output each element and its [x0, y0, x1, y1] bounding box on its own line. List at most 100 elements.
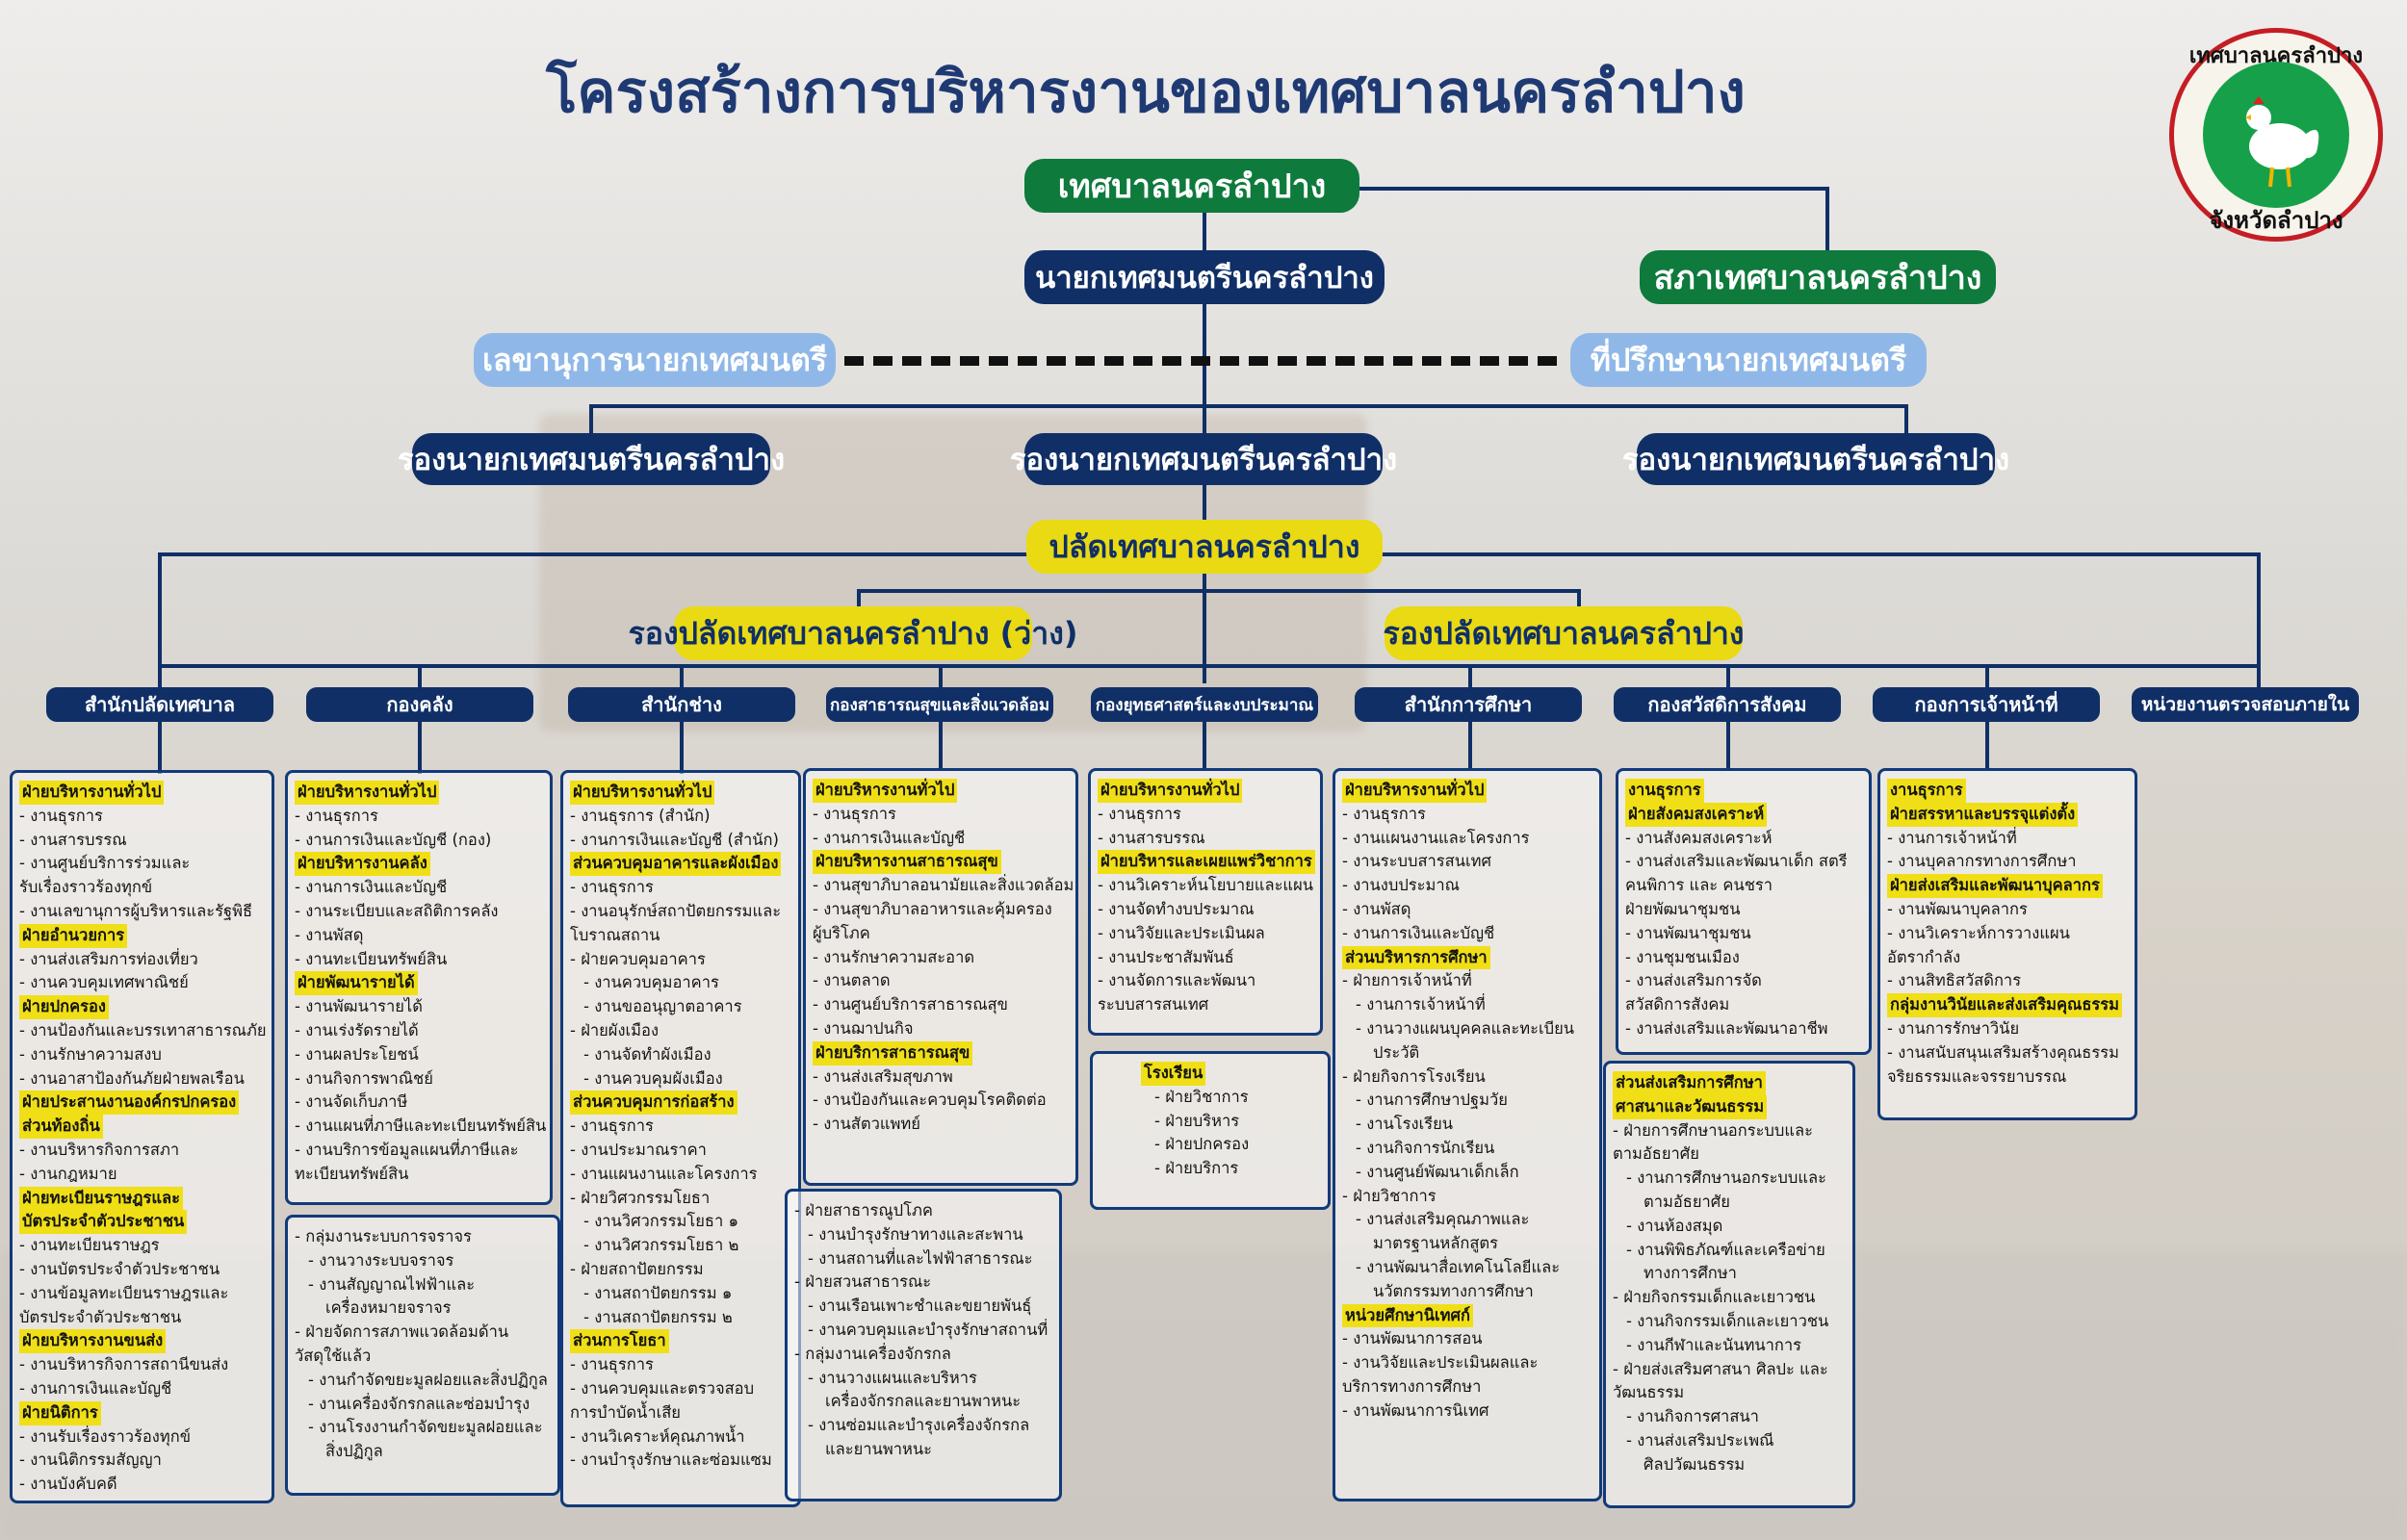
section-heading: หน่วยศึกษานิเทศก์ [1342, 1303, 1592, 1328]
deputy-mayor-left: รองนายกเทศมนตรีนครลำปาง [398, 433, 785, 485]
list-item: - งานพัสดุ [295, 925, 364, 944]
list-item: สวัสดิการสังคม [1625, 995, 1730, 1014]
section-heading-label: ฝ่ายบริหารและเผยแพร่วิชาการ [1098, 850, 1315, 875]
list-item: - งานศูนย์บริการร่วมและ [19, 854, 191, 873]
section-heading: ส่วนท้องถิ่น [19, 1115, 265, 1139]
section-heading: งานธุรการ [1887, 779, 2128, 803]
list-item: - งานพิพิธภัณฑ์และเครือข่าย [1626, 1240, 1825, 1259]
section-heading: ฝ่ายบริหารงานทั่วไป [570, 781, 791, 805]
list-item: - ฝ่ายกิจการโรงเรียน [1342, 1066, 1486, 1086]
section-heading: ฝ่ายประสานงานองค์กรปกครอง [19, 1091, 265, 1116]
list-item: - งานสิทธิสวัสดิการ [1887, 971, 2022, 990]
section-heading-label: ฝ่ายส่งเสริมและพัฒนาบุคลากร [1887, 874, 2103, 898]
box-welfare: งานธุรการฝ่ายสังคมสงเคราะห์- งานสังคมสงเ… [1616, 768, 1872, 1055]
list-item: ทางการศึกษา [1643, 1264, 1737, 1283]
connector [1203, 183, 1206, 568]
list-item: ผู้บริโภค [813, 923, 870, 942]
section-heading-label: ฝ่ายอำนวยการ [19, 923, 128, 948]
section-heading-label: ฝ่ายพัฒนารายได้ [295, 971, 418, 996]
list-item: - งานธุรการ [570, 1355, 654, 1374]
box-public-works: ฝ่ายบริหารงานทั่วไป- งานธุรการ (สำนัก)- … [560, 770, 801, 1507]
secretary-box: เลขานุการนายกเทศมนตรี [474, 333, 836, 387]
box-health: ฝ่ายบริหารงานทั่วไป- งานธุรการ- งานการเง… [803, 768, 1078, 1186]
list-item: - งานธุรการ [570, 878, 654, 897]
section-heading: ฝ่ายทะเบียนราษฎรและ [19, 1186, 265, 1211]
section-heading: ฝ่ายอำนวยการ [19, 923, 265, 948]
list-item: - งานโรงงานกำจัดขยะมูลฝอยและ [308, 1418, 543, 1437]
list-item: ทะเบียนทรัพย์สิน [295, 1164, 409, 1183]
list-item: - งานการเจ้าหน้าที่ [1356, 995, 1486, 1014]
section-heading: ส่วนควบคุมอาคารและผังเมือง [570, 852, 791, 877]
list-item: - งานวิจัยและประเมินผลและ [1342, 1353, 1539, 1373]
list-item: - งานกิจการศาสนา [1626, 1407, 1759, 1426]
connector [158, 552, 162, 687]
section-heading: ส่วนควบคุมการก่อสร้าง [570, 1091, 791, 1116]
section-heading-label: ฝ่ายบริหารงานทั่วไป [570, 781, 715, 805]
list-item: - ฝ่ายจัดการสภาพแวดล้อมด้าน [295, 1322, 509, 1342]
dept-finance: กองคลัง [306, 687, 533, 722]
box-clerk-office: ฝ่ายบริหารงานทั่วไป- งานธุรการ- งานสารบร… [10, 770, 274, 1503]
list-item: - งานการเจ้าหน้าที่ [1887, 828, 2017, 847]
section-heading: ส่วนส่งเสริมการศึกษา [1613, 1071, 1846, 1095]
list-item: - งานชุมชนเมือง [1625, 947, 1740, 966]
list-item: - งานส่งเสริมการท่องเที่ยว [19, 949, 198, 968]
list-item: - งานวางระบบจราจร [308, 1250, 454, 1270]
section-heading: ฝ่ายบริการสาธารณสุข [813, 1040, 1069, 1065]
list-item: - งานตลาด [813, 971, 891, 990]
section-heading-label: ฝ่ายบริหารงานทั่วไป [813, 779, 958, 803]
page-title: โครงสร้างการบริหารงานของเทศบาลนครลำปาง [546, 59, 1746, 126]
dept-clerk-office: สำนักปลัดเทศบาล [46, 687, 273, 722]
list-item: - งานบังคับคดี [19, 1475, 117, 1494]
connector [680, 664, 684, 687]
list-item: - งานสุขาภิบาลอนามัยและสิ่งแวดล้อม [813, 876, 1074, 895]
list-item: - งานกำจัดขยะมูลฝอยและสิ่งปฏิกูล [308, 1370, 548, 1389]
municipality-logo: เทศบาลนครลำปาง จังหวัดลำปาง [2169, 28, 2383, 242]
connector [1359, 187, 1829, 191]
list-item: มาตรฐานหลักสูตร [1373, 1234, 1498, 1253]
list-item: เครื่องหมายจราจร [325, 1298, 452, 1318]
section-heading-label: ฝ่ายทะเบียนราษฎรและ [19, 1186, 183, 1211]
list-item: - งานขออนุญาตอาคาร [583, 997, 742, 1016]
mayor-box: นายกเทศมนตรีนครลำปาง [1024, 250, 1385, 304]
section-heading-label: ฝ่ายบริการสาธารณสุข [813, 1040, 973, 1065]
section-heading: ฝ่ายบริหารงานคลัง [295, 852, 543, 877]
list-item: - งานธุรการ [19, 806, 103, 825]
list-item: - งานการเงินและบัญชี [1342, 923, 1495, 942]
box-public-works-utilities: - ฝ่ายสาธารณูปโภค - งานบำรุงรักษาทางและส… [785, 1189, 1062, 1502]
section-heading-label: ศาสนาและวัฒนธรรม [1613, 1094, 1768, 1119]
deputy-mayor-mid: รองนายกเทศมนตรีนครลำปาง [1010, 433, 1397, 485]
list-item: - งานส่งเสริมการจัด [1625, 971, 1762, 990]
connector [1468, 720, 1472, 768]
box-strategy: ฝ่ายบริหารงานทั่วไป- งานธุรการ- งานสารบร… [1088, 768, 1323, 1036]
list-item: - งานเลขานุการผู้บริหารและรัฐพิธี [19, 901, 253, 920]
list-item: - งานสถานที่และไฟฟ้าสาธารณะ [808, 1248, 1033, 1268]
list-item: - ฝ่ายปกครอง [1154, 1135, 1250, 1154]
list-item: - งานงบประมาณ [1342, 876, 1460, 895]
connector [418, 720, 422, 774]
list-item: - งานธุรการ [295, 806, 378, 825]
connector [589, 404, 593, 439]
list-item: - งานสุขาภิบาลอาหารและคุ้มครอง [813, 899, 1052, 918]
connector [1904, 404, 1908, 439]
connector [1825, 187, 1829, 252]
list-item: - งานวางแผนบุคคลและทะเบียน [1356, 1018, 1575, 1038]
section-heading-label: งานธุรการ [1887, 779, 1966, 803]
list-item: - ฝ่ายควบคุมอาคาร [570, 949, 706, 968]
list-item: - กลุ่มงานระบบการจราจร [295, 1227, 472, 1245]
list-item: - งานจัดทำงบประมาณ [1098, 899, 1255, 918]
section-heading: ส่วนการโยธา [570, 1329, 791, 1354]
list-item: - งานป้องกันและควบคุมโรคติดต่อ [813, 1091, 1047, 1110]
section-heading-label: โรงเรียน [1141, 1062, 1206, 1086]
list-item: - ฝ่ายผังเมือง [570, 1020, 660, 1040]
connector [857, 589, 861, 612]
section-heading-label: ฝ่ายบริหารงานทั่วไป [1098, 779, 1243, 803]
list-item: - งานผลประโยชน์ [295, 1044, 419, 1064]
list-item: - งานกิจการพาณิชย์ [295, 1068, 433, 1088]
list-item: รับเรื่องราวร้องทุกข์ [19, 878, 153, 897]
section-heading-label: ฝ่ายบริหารงานทั่วไป [295, 781, 440, 805]
section-heading-label: งานธุรการ [1625, 779, 1704, 803]
dept-education: สำนักการศึกษา [1355, 687, 1582, 722]
connector [158, 664, 2261, 668]
list-item: - ฝ่ายบริหาร [1154, 1111, 1240, 1130]
section-heading: ฝ่ายนิติการ [19, 1400, 265, 1425]
